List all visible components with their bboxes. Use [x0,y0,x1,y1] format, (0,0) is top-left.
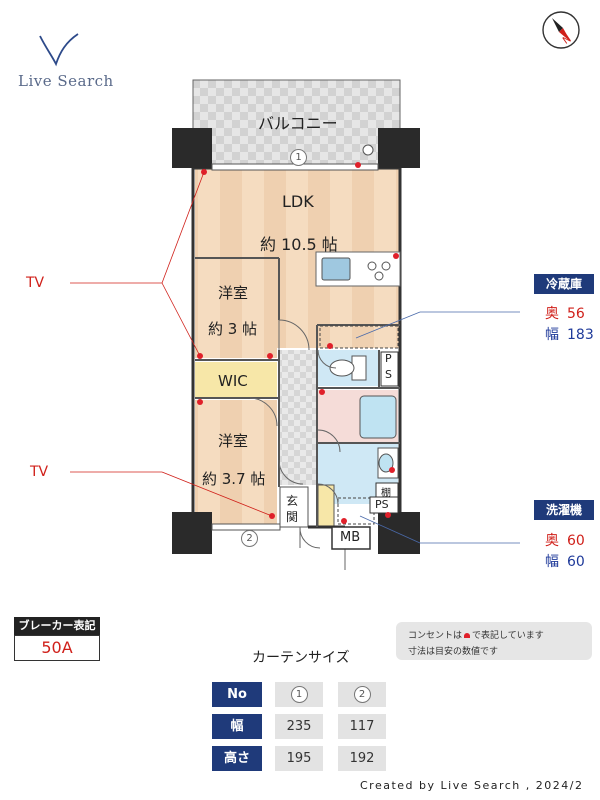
window-marker-2: 2 [241,530,258,547]
note-line-1: コンセントはで表記しています [408,628,592,644]
note-box: コンセントはで表記しています 寸法は目安の数値です [396,622,592,660]
tv-label-2: TV [30,464,49,480]
western-room-1-label: 洋室 [218,284,249,302]
outlet-markers [197,162,399,524]
washer-width-key: 幅 [545,554,559,570]
compass-icon: N [542,11,580,49]
pillar-bottom-right [378,512,420,554]
ps-box-1 [380,351,399,387]
ps2-label: PS [375,498,389,511]
logo-mark-icon [39,33,79,67]
stove-icon [367,261,391,281]
curtain-col2-number: 2 [353,686,371,703]
western-room-2-label: 洋室 [218,432,249,450]
refrigerator-width: 幅 183 [545,324,594,344]
compass: N [541,10,581,50]
ps1-label-top: P [385,352,392,365]
washbasin-icon [377,447,399,479]
kitchen-sink [321,257,351,281]
window-marker-1: 1 [290,149,307,166]
entrance-label-bottom: 関 [286,510,299,524]
bathtub [359,395,397,439]
curtain-height-2: 192 [338,746,386,771]
credit-text: Created by Live Search , 2024/2 [360,779,584,792]
washer-title: 洗濯機 [534,500,594,520]
curtain-header-col1: 1 [275,682,323,707]
breaker-value: 50A [14,635,100,661]
refrigerator-depth-value: 56 [567,306,585,322]
balcony-label: バルコニー [258,114,338,133]
mb-box [331,526,371,550]
entrance-floor [279,486,309,528]
corridor-floor [279,350,317,485]
western-room-1-size: 約 3 帖 [208,320,258,338]
shelf-label: 棚 [381,488,391,499]
western-room-2-floor [195,400,277,525]
outlet-legend-icon [464,633,471,638]
curtain-title: カーテンサイズ [252,650,350,666]
washer-depth-key: 奥 [545,533,559,549]
pillar-top-left [172,128,212,168]
refrigerator-width-key: 幅 [545,327,559,343]
logo [30,30,80,70]
washer-width: 幅 60 [545,551,585,571]
tv-label-1: TV [26,275,45,291]
shelf-box [375,482,399,498]
window-2-number: 2 [241,530,258,547]
ldk-size: 約 10.5 帖 [260,235,338,254]
washer-depth: 奥 60 [545,530,585,550]
curtain-row-width-label: 幅 [212,714,262,739]
western-room-1-floor [195,258,277,358]
refrigerator-width-value: 183 [567,327,594,343]
ps1-label-bottom: S [385,368,392,381]
appliance-leaders [355,311,520,544]
curtain-row-height-label: 高さ [212,746,262,771]
logo-text: Live Search [18,72,114,90]
wic-label: WIC [218,372,248,390]
curtain-header-no: No [212,682,262,707]
refrigerator-depth-key: 奥 [545,306,559,322]
wic-floor [195,362,277,398]
curtain-col1-number: 1 [290,686,308,703]
western-room-2-size: 約 3.7 帖 [202,470,266,488]
refrigerator-depth: 奥 56 [545,303,585,323]
toilet-icon [329,355,367,381]
entrance-label-top: 玄 [286,494,299,508]
ldk-label: LDK [282,192,314,211]
curtain-height-1: 195 [275,746,323,771]
washer-width-value: 60 [567,554,585,570]
balcony-drain-icon [362,144,374,156]
note-line-1-a: コンセントは [408,631,463,641]
curtain-width-2: 117 [338,714,386,739]
window-1-number: 1 [290,149,307,166]
pillar-bottom-left [172,512,212,554]
mb-label: MB [340,530,361,545]
breaker-title: ブレーカー表記 [14,617,100,635]
washer-space [337,497,375,525]
note-line-2: 寸法は目安の数値です [408,647,499,657]
floor-plan [70,79,520,570]
curtain-header-col2: 2 [338,682,386,707]
pillar-top-right [378,128,420,168]
note-line-1-b: で表記しています [472,631,544,641]
washer-depth-value: 60 [567,533,585,549]
tv-leaders [70,171,273,517]
shoe-closet [317,484,335,528]
refrigerator-title: 冷蔵庫 [534,274,594,294]
curtain-width-1: 235 [275,714,323,739]
